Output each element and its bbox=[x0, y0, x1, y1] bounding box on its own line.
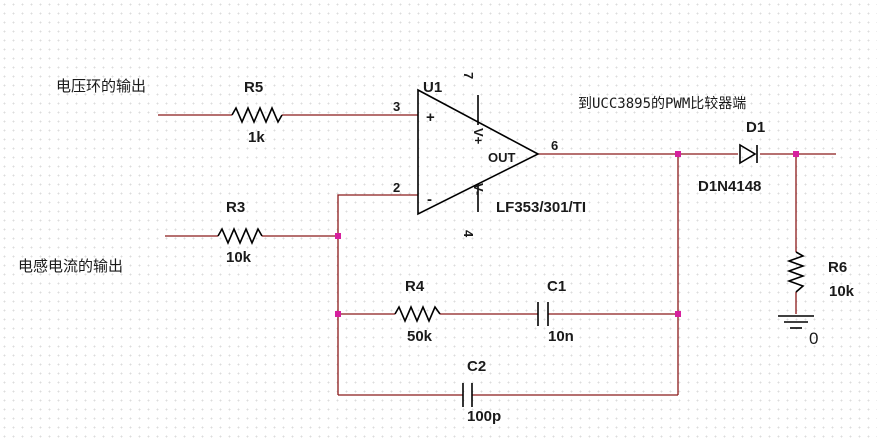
capacitor-c1: C1 10n bbox=[537, 278, 574, 345]
junction-node bbox=[675, 151, 681, 157]
d1-value: D1N4148 bbox=[698, 178, 761, 195]
diode-d1-triangle bbox=[739, 143, 757, 165]
r5-value: 1k bbox=[248, 129, 265, 146]
resistor-r4: R4 50k bbox=[394, 278, 441, 345]
wire-pin2 bbox=[337, 194, 418, 236]
diode-d1: D1 D1N4148 bbox=[698, 119, 765, 195]
opamp-vplus-label: V+ bbox=[471, 128, 486, 145]
output-note-label: 到UCC3895的PWM比较器端 bbox=[578, 96, 746, 112]
c2-value: 100p bbox=[467, 408, 501, 425]
r6-value: 10k bbox=[829, 283, 855, 300]
r6-ref: R6 bbox=[828, 259, 847, 276]
inductor-current-input-label: 电感电流的输出 bbox=[18, 257, 123, 275]
voltage-loop-input-label: 电压环的输出 bbox=[56, 77, 146, 95]
resistor-r6: R6 10k bbox=[786, 251, 855, 300]
resistor-r5-zigzag bbox=[231, 105, 283, 125]
junction-node bbox=[675, 311, 681, 317]
r5-ref: R5 bbox=[244, 79, 263, 96]
opamp-u1: U1 + - OUT V+ V- 7 4 3 2 6 LF353/301/TI bbox=[393, 72, 586, 238]
opamp-plus-sign: + bbox=[426, 109, 435, 126]
resistor-r3: R3 10k bbox=[217, 199, 263, 266]
opamp-ref: U1 bbox=[423, 79, 442, 96]
r4-ref: R4 bbox=[405, 278, 425, 295]
r3-ref: R3 bbox=[226, 199, 245, 216]
resistor-r6-zigzag bbox=[786, 251, 806, 293]
pin-7-label: 7 bbox=[461, 72, 476, 79]
c2-ref: C2 bbox=[467, 358, 486, 375]
junction-node bbox=[335, 233, 341, 239]
ground-symbol: 0 bbox=[778, 315, 818, 348]
c1-ref: C1 bbox=[547, 278, 566, 295]
resistor-r4-zigzag bbox=[394, 304, 441, 324]
opamp-vminus-label: V- bbox=[471, 183, 486, 195]
junction-nodes bbox=[335, 151, 799, 317]
pin-3-label: 3 bbox=[393, 99, 400, 114]
junction-node bbox=[335, 311, 341, 317]
r3-value: 10k bbox=[226, 249, 252, 266]
pin-6-label: 6 bbox=[551, 138, 558, 153]
junction-node bbox=[793, 151, 799, 157]
opamp-minus-sign: - bbox=[427, 191, 432, 208]
opamp-out-label: OUT bbox=[488, 150, 516, 165]
opamp-part-label: LF353/301/TI bbox=[496, 199, 586, 216]
pin-2-label: 2 bbox=[393, 180, 400, 195]
d1-ref: D1 bbox=[746, 119, 765, 136]
resistor-r5: R5 1k bbox=[231, 79, 283, 146]
ground-label: 0 bbox=[809, 329, 818, 348]
resistor-r3-zigzag bbox=[217, 226, 263, 246]
pin-4-label: 4 bbox=[461, 230, 476, 238]
capacitor-c2: C2 100p bbox=[462, 358, 501, 425]
r4-value: 50k bbox=[407, 328, 433, 345]
c1-value: 10n bbox=[548, 328, 574, 345]
